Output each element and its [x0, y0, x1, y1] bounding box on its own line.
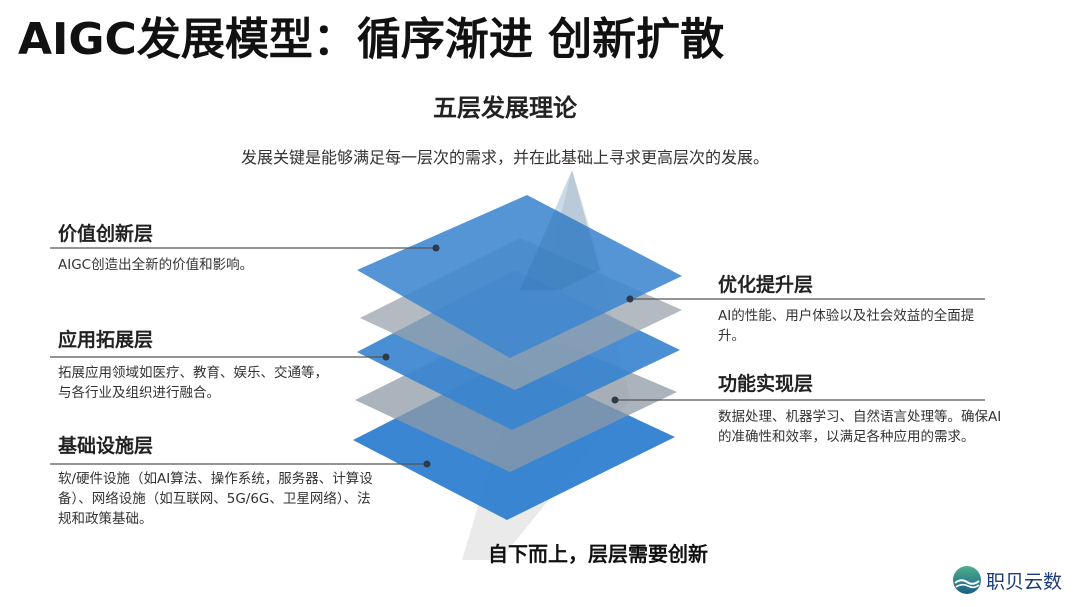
layer-label-optimization: 优化提升层 AI的性能、用户体验以及社会效益的全面提升。: [718, 272, 993, 346]
wave-globe-icon: [953, 566, 981, 594]
layer-5-plane: [357, 195, 682, 358]
dot-layer-4: [626, 295, 634, 303]
page-title: AIGC发展模型：循序渐进 创新扩散: [18, 14, 725, 65]
layer-label-function-realization: 功能实现层 数据处理、机器学习、自然语言处理等。确保AI的准确性和效率，以满足各…: [718, 371, 1008, 447]
logo-text: 职贝云数: [986, 570, 1063, 593]
section-description: 发展关键是能够满足每一层次的需求，并在此基础上寻求更高层次的发展。: [240, 148, 769, 167]
dot-layer-2: [611, 396, 619, 404]
dot-layer-1: [423, 460, 431, 468]
layer-desc: AI的性能、用户体验以及社会效益的全面提升。: [718, 308, 975, 344]
layer-title: 基础设施层: [58, 435, 154, 457]
arrow-overlay: [520, 170, 600, 290]
layer-title: 优化提升层: [718, 274, 814, 296]
layer-title: 应用拓展层: [58, 329, 154, 351]
layer-desc: 拓展应用领域如医疗、教育、娱乐、交通等，与各行业及组织进行融合。: [58, 365, 328, 401]
dot-layer-3: [382, 353, 390, 361]
layer-desc: 数据处理、机器学习、自然语言处理等。确保AI的准确性和效率，以满足各种应用的需求…: [718, 409, 1002, 445]
brand-logo: 职贝云数: [952, 565, 1062, 595]
layer-desc: 软/硬件设施（如AI算法、操作系统，服务器、计算设备）、网络设施（如互联网、5G…: [58, 471, 373, 527]
layer-label-value-innovation: 价值创新层 AIGC创造出全新的价值和影响。: [58, 221, 358, 275]
slogan: 自下而上，层层需要创新: [488, 542, 708, 566]
layer-title: 价值创新层: [58, 223, 154, 245]
layer-label-infrastructure: 基础设施层 软/硬件设施（如AI算法、操作系统，服务器、计算设备）、网络设施（如…: [58, 433, 378, 529]
dot-layer-5: [432, 244, 440, 252]
layer-label-application-expansion: 应用拓展层 拓展应用领域如医疗、教育、娱乐、交通等，与各行业及组织进行融合。: [58, 327, 338, 403]
layer-desc: AIGC创造出全新的价值和影响。: [58, 257, 254, 273]
layer-title: 功能实现层: [718, 373, 814, 395]
section-title: 五层发展理论: [433, 94, 577, 122]
